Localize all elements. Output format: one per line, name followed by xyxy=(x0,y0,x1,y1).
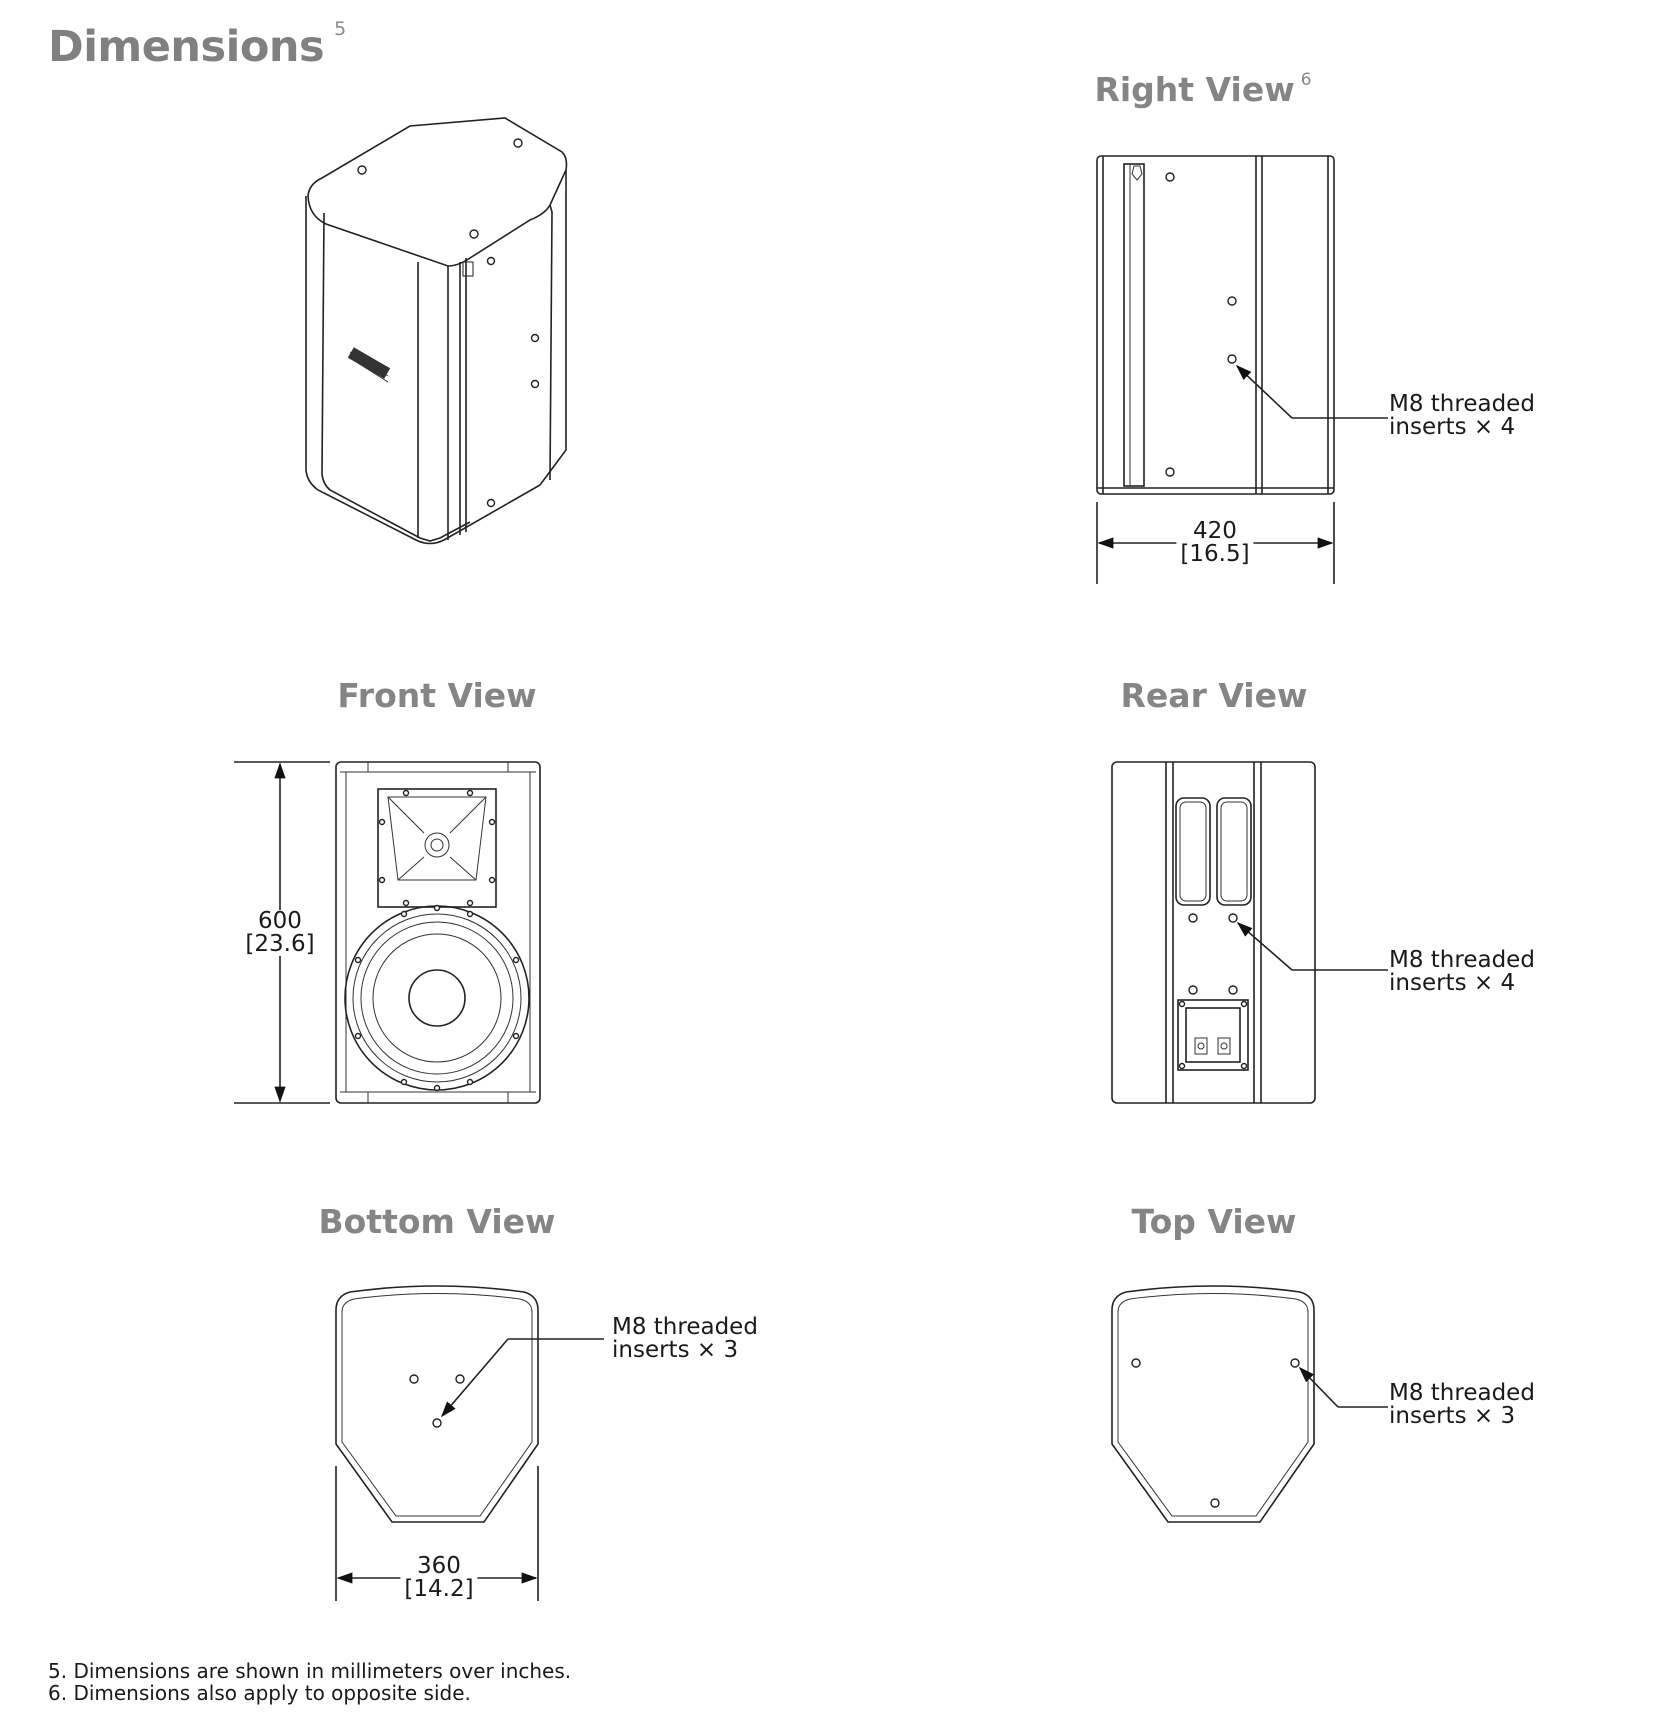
page-title-text: Dimensions xyxy=(48,22,325,72)
right-view-footnote-ref: 6 xyxy=(1300,70,1312,90)
bottom-view-width-mm: 360 xyxy=(417,1553,461,1579)
front-view-height-dimension: 600 [23.6] xyxy=(241,908,319,957)
top-view-title: Top View xyxy=(1131,1202,1297,1241)
rear-view-title: Rear View xyxy=(1120,676,1308,715)
rear-view-callout: M8 threaded inserts × 4 xyxy=(1389,949,1535,995)
isometric-speaker-drawing xyxy=(305,117,568,545)
right-view-width-dimension: 420 [16.5] xyxy=(1176,518,1254,567)
right-view-callout: M8 threaded inserts × 4 xyxy=(1389,393,1535,439)
rear-view-drawing xyxy=(1111,761,1388,1104)
right-view-title-text: Right View xyxy=(1094,70,1295,109)
bottom-view-width-dimension: 360 [14.2] xyxy=(400,1553,478,1602)
top-view-callout-line1: M8 threaded xyxy=(1389,1380,1535,1406)
rear-view-callout-line2: inserts × 4 xyxy=(1389,970,1516,996)
bottom-view-width-in: [14.2] xyxy=(404,1576,474,1602)
page-title: Dimensions 5 xyxy=(48,18,346,72)
front-view-height-in: [23.6] xyxy=(245,931,315,957)
bottom-view-title: Bottom View xyxy=(318,1202,556,1241)
bottom-view-callout-line1: M8 threaded xyxy=(612,1314,758,1340)
top-view-drawing xyxy=(1111,1285,1388,1523)
rear-view-callout-line1: M8 threaded xyxy=(1389,947,1535,973)
bottom-view-callout-line2: inserts × 3 xyxy=(612,1337,739,1363)
top-view-callout: M8 threaded inserts × 3 xyxy=(1389,1382,1535,1428)
right-view-callout-line1: M8 threaded xyxy=(1389,391,1535,417)
page-title-footnote-ref: 5 xyxy=(334,18,346,40)
front-view-title: Front View xyxy=(337,676,537,715)
front-view-drawing xyxy=(234,761,541,1104)
top-view-callout-line2: inserts × 3 xyxy=(1389,1403,1516,1429)
front-view-height-mm: 600 xyxy=(258,908,302,934)
right-view-callout-line2: inserts × 4 xyxy=(1389,414,1516,440)
right-view-width-in: [16.5] xyxy=(1180,541,1250,567)
isometric-logo xyxy=(347,347,391,379)
right-view-width-mm: 420 xyxy=(1193,518,1237,544)
footnotes: 5. Dimensions are shown in millimeters o… xyxy=(48,1660,571,1704)
bottom-view-drawing xyxy=(335,1285,604,1601)
bottom-view-callout: M8 threaded inserts × 3 xyxy=(612,1316,758,1362)
footnote-6: 6. Dimensions also apply to opposite sid… xyxy=(48,1681,471,1705)
footnote-5: 5. Dimensions are shown in millimeters o… xyxy=(48,1659,572,1683)
right-view-drawing xyxy=(1096,155,1388,584)
